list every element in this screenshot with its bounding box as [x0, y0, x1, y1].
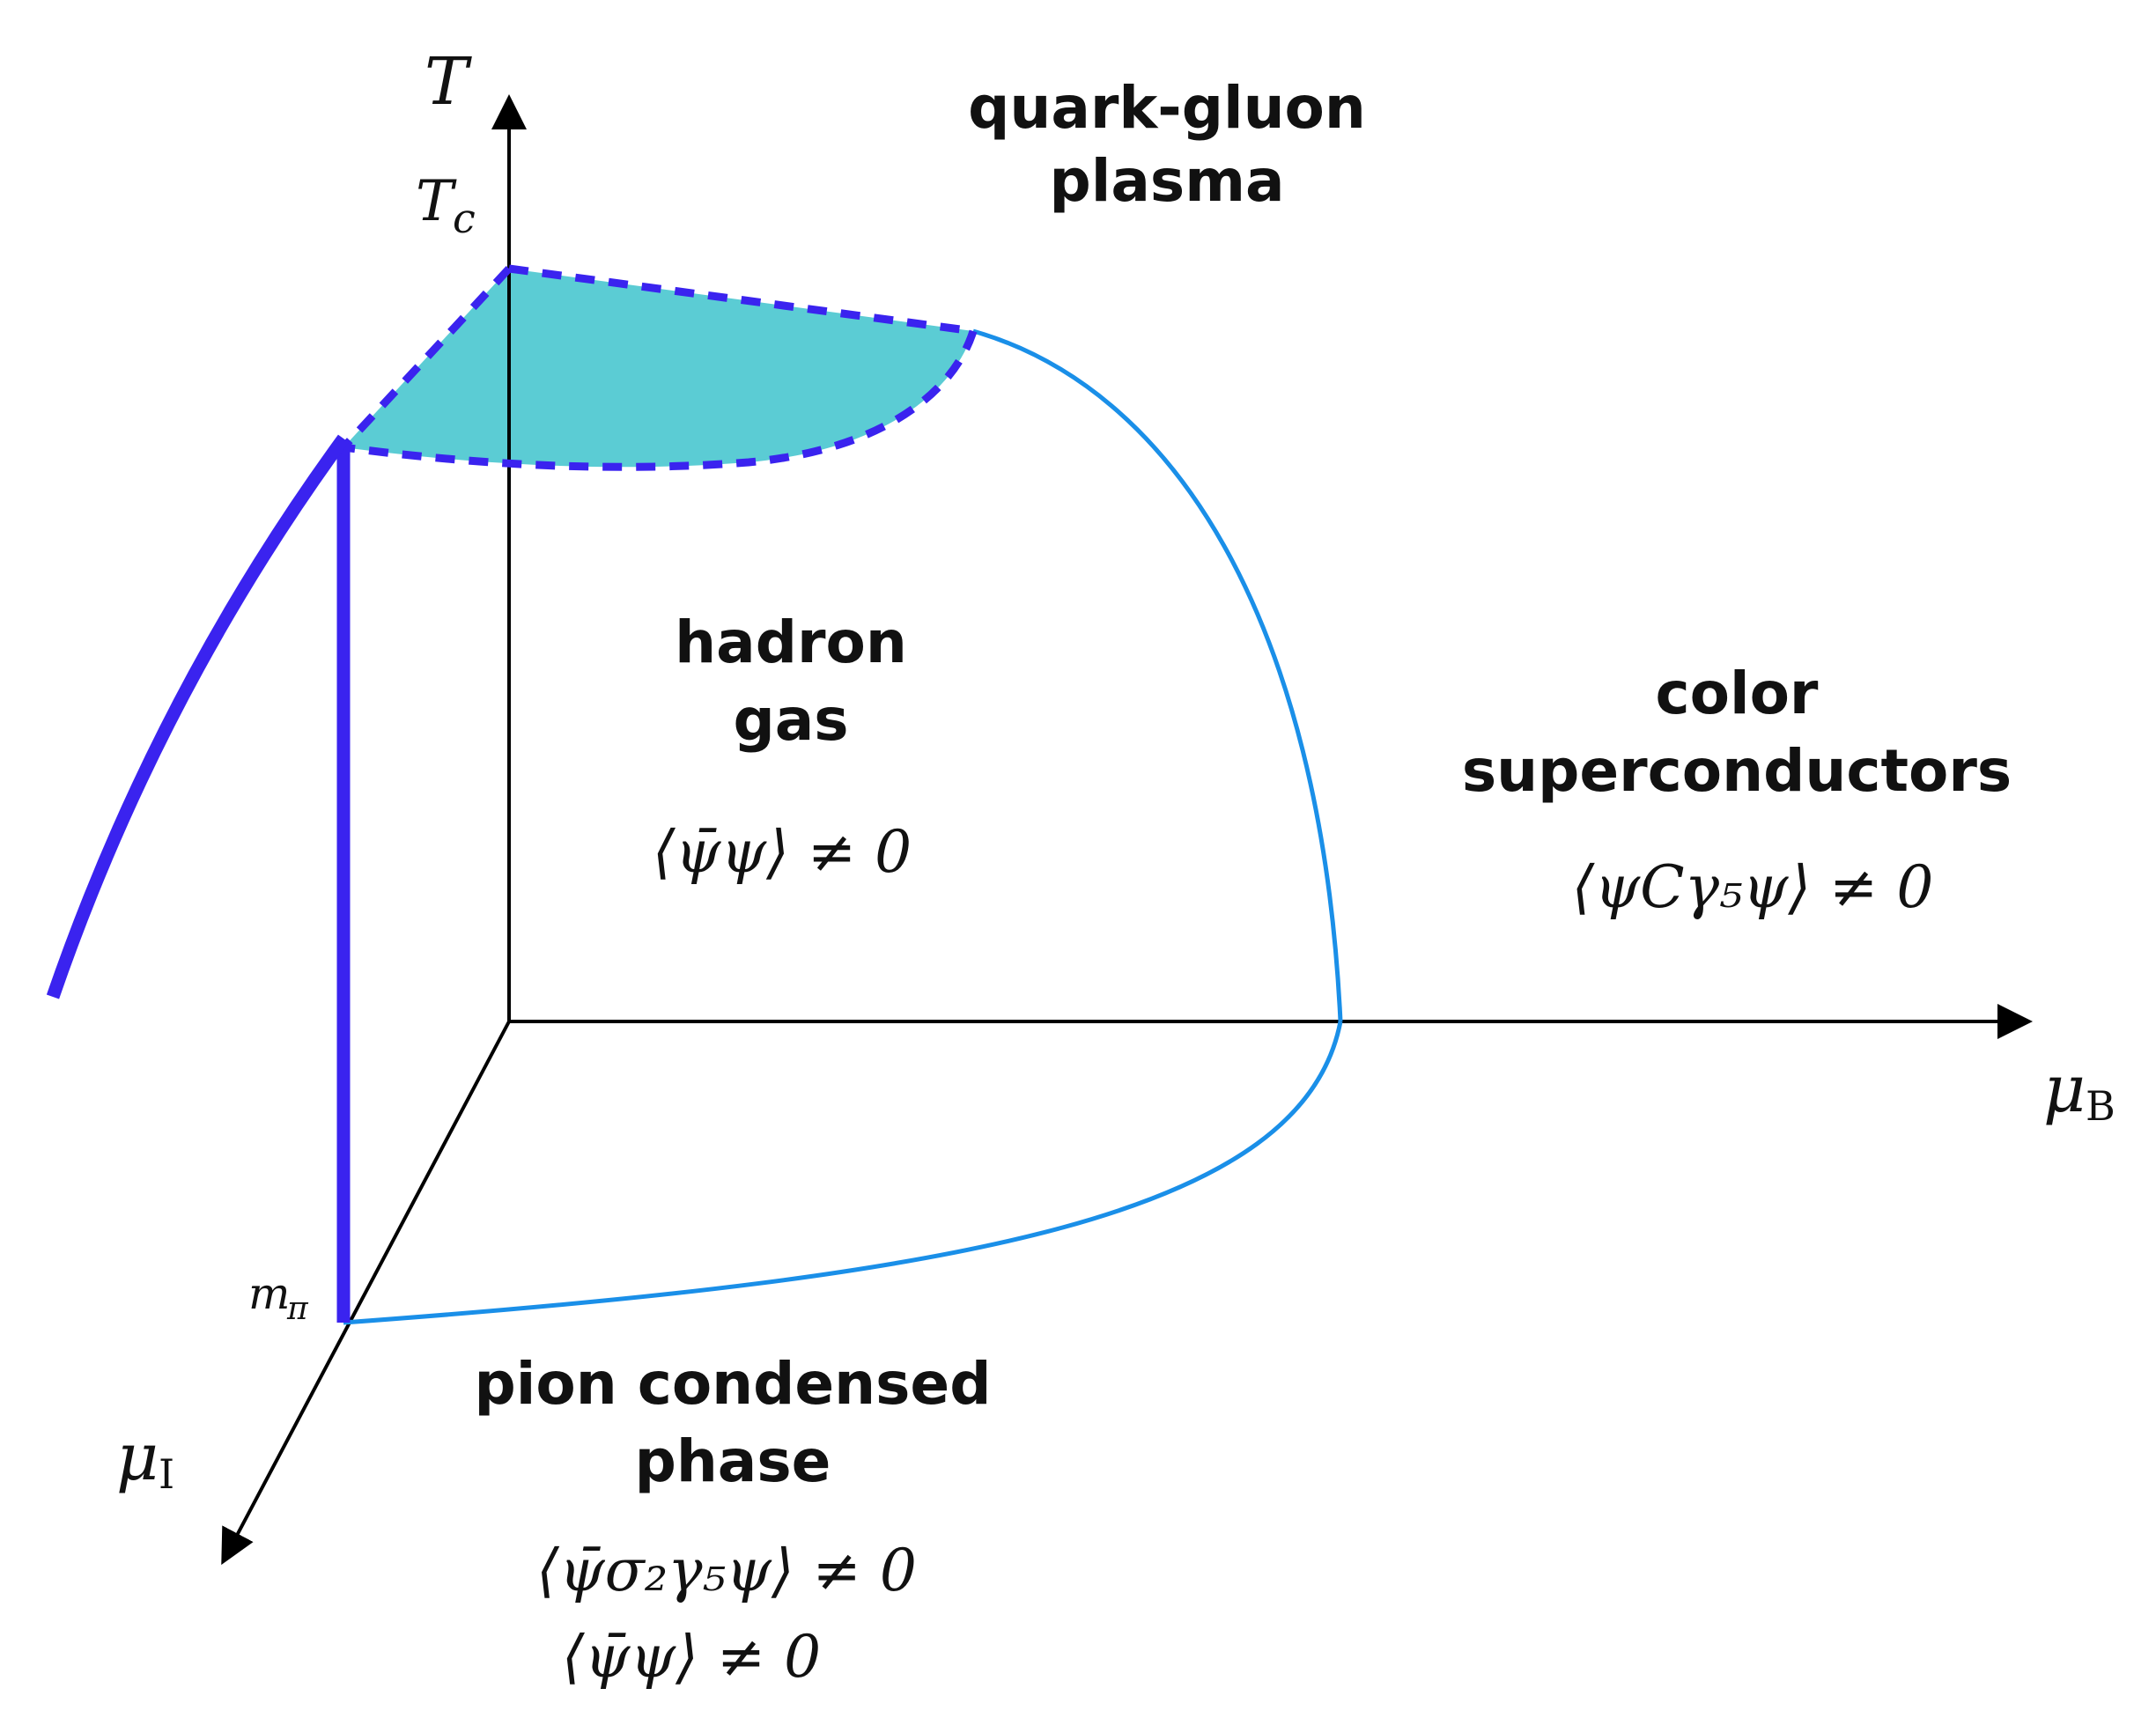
hadron-label-line2: gas [733, 686, 848, 754]
color-superconductor-boundary [972, 328, 1343, 1022]
pion-label-line2: phase [635, 1427, 831, 1495]
svg-text:c: c [453, 195, 476, 242]
pion-label-line1: pion condensed [475, 1350, 992, 1418]
pion-condensate-2: ⟨ψ̄ψ⟩ ≠ 0 [562, 1623, 821, 1691]
isospin-axis [221, 1021, 511, 1566]
qgp-label-line2: plasma [1050, 147, 1285, 215]
qgp-label-line1: quark-gluon [968, 74, 1366, 142]
color-label-line1: color [1656, 660, 1819, 727]
crossover-boundary-left [340, 265, 513, 451]
temperature-axis-label: T [425, 44, 472, 120]
pion-mass-label: m π [248, 1268, 309, 1327]
critical-temperature-label: T c [416, 169, 476, 242]
hadron-condensate: ⟨ψ̄ψ⟩ ≠ 0 [653, 818, 912, 886]
isospin-axis-label: μ I [116, 1419, 174, 1498]
svg-text:I: I [159, 1450, 174, 1498]
svg-text:T: T [416, 169, 457, 234]
svg-text:B: B [2086, 1082, 2115, 1130]
isospin-transition-curve [46, 434, 350, 999]
baryon-axis-label: μ B [2043, 1051, 2115, 1130]
pion-condensation-boundary [343, 1021, 1343, 1325]
crossover-boundary-top [508, 264, 974, 335]
pion-condensate-1: ⟨ψ̄σ₂γ₅ψ⟩ ≠ 0 [536, 1537, 917, 1604]
crossover-region [343, 269, 973, 468]
svg-text:μ: μ [116, 1419, 159, 1495]
crossover-boundary-bottom [343, 329, 978, 471]
color-label-line2: superconductors [1462, 737, 2012, 805]
svg-text:μ: μ [2043, 1051, 2086, 1127]
svg-text:m: m [248, 1268, 290, 1319]
hadron-label-line1: hadron [675, 608, 907, 676]
svg-text:π: π [286, 1291, 309, 1327]
color-condensate: ⟨ψCγ₅ψ⟩ ≠ 0 [1572, 853, 1934, 921]
